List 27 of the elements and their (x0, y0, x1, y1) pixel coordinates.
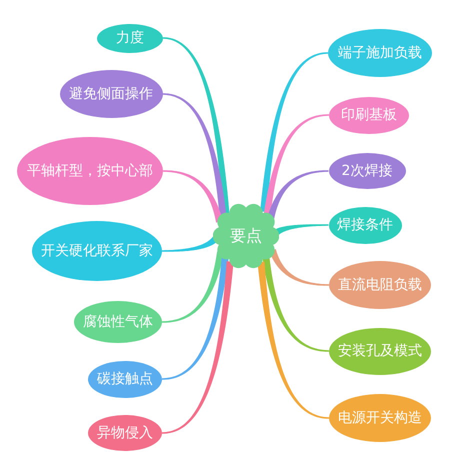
topic-ellipse: 开关硬化联系厂家 (32, 221, 162, 281)
topic-ellipse: 避免侧面操作 (60, 70, 162, 118)
branch-line (262, 258, 329, 352)
branch-line (162, 251, 224, 323)
topic-ellipse: 印刷基板 (329, 96, 409, 134)
branch-line (162, 93, 226, 218)
branch-line (264, 114, 329, 216)
topic-ellipse: 2次焊接 (328, 153, 406, 189)
topic-ellipse: 直流电阻负载 (329, 261, 431, 309)
branch-line (163, 170, 223, 223)
branch-line (267, 170, 328, 220)
branch-line (162, 261, 234, 434)
branch-line (258, 262, 329, 419)
topic-ellipse: 焊接条件 (328, 206, 402, 244)
branch-line (274, 224, 328, 236)
topic-ellipse: 异物侵入 (88, 415, 162, 451)
branch-line (260, 52, 328, 212)
topic-ellipse: 腐蚀性气体 (74, 301, 162, 343)
branch-line (162, 257, 229, 380)
central-cloud: 要点 (213, 203, 279, 269)
topic-ellipse: 力度 (97, 24, 163, 52)
topic-ellipse: 电源开关构造 (329, 394, 431, 442)
branch-line (269, 249, 329, 286)
topic-ellipse: 端子施加负载 (328, 29, 432, 77)
topic-ellipse: 安装孔及模式 (329, 328, 431, 374)
topic-ellipse: 碳接触点 (88, 360, 162, 398)
topic-ellipse: 平轴杆型，按中心部 (17, 137, 163, 205)
